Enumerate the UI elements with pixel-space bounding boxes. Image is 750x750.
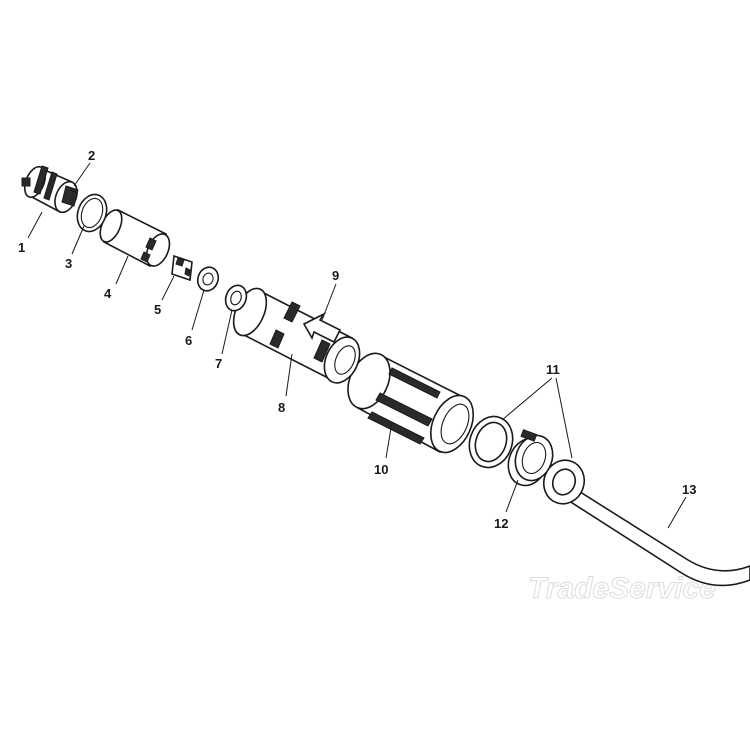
part-10-coupling-nut bbox=[347, 352, 475, 454]
callout-7: 7 bbox=[215, 356, 222, 371]
part-9-flow-arrow bbox=[302, 311, 342, 344]
part-8-adapter-body bbox=[232, 287, 361, 384]
callout-1: 1 bbox=[18, 240, 25, 255]
callout-6: 6 bbox=[185, 333, 192, 348]
callout-8: 8 bbox=[278, 400, 285, 415]
part-12-hose-clamp bbox=[507, 429, 554, 487]
part-4-sleeve bbox=[99, 208, 171, 268]
callout-5: 5 bbox=[154, 302, 161, 317]
part-2-retainer bbox=[61, 185, 79, 207]
callout-10: 10 bbox=[374, 462, 388, 477]
part-3-o-ring bbox=[76, 193, 108, 233]
part-11-washer-right bbox=[542, 459, 586, 505]
part-5-insert bbox=[171, 254, 193, 282]
callout-11: 11 bbox=[546, 362, 560, 377]
part-13-hose bbox=[550, 476, 750, 587]
callout-9: 9 bbox=[332, 268, 339, 283]
callout-2: 2 bbox=[88, 148, 95, 163]
callout-13: 13 bbox=[682, 482, 696, 497]
callout-3: 3 bbox=[65, 256, 72, 271]
callout-labels: 1 2 3 4 5 6 7 8 9 10 11 12 13 bbox=[18, 148, 696, 531]
leader-lines bbox=[27, 162, 687, 529]
part-6-washer bbox=[196, 266, 220, 292]
watermark-logo: TradeService bbox=[528, 572, 716, 605]
callout-4: 4 bbox=[104, 286, 112, 301]
callout-12: 12 bbox=[494, 516, 508, 531]
part-11-washer-left bbox=[468, 415, 514, 469]
